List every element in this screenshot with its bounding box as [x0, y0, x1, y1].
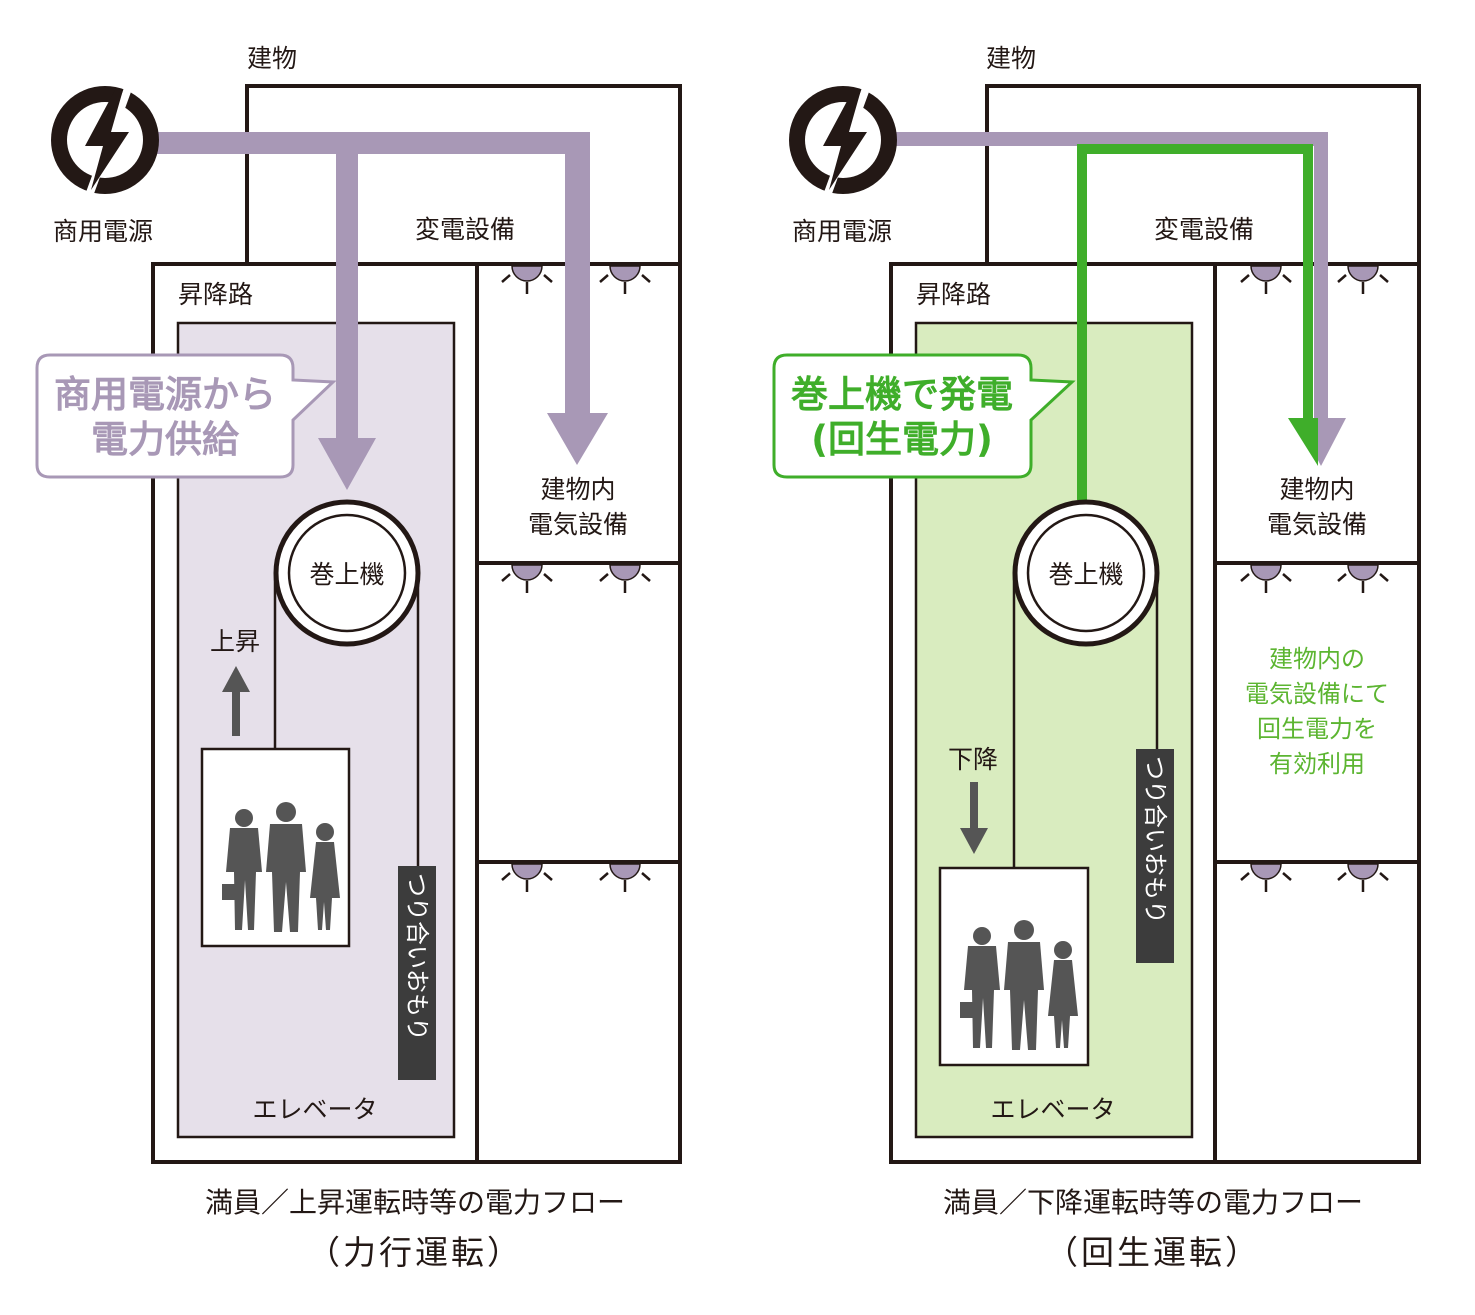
arrow-up-icon: [222, 666, 250, 736]
regenerative-flow-arrows: [1077, 144, 1318, 500]
counterweight: [1136, 749, 1174, 963]
substation-label: 変電設備: [415, 215, 515, 244]
power-flow-arrows: [890, 132, 1346, 466]
direction-label: 下降: [948, 745, 998, 774]
callout-text-1: 巻上機で発電: [791, 373, 1013, 416]
right-panel: 巻上機で発電 (回生電力) 巻上機 下降 つり合いおもり 建物 商用電源 変電設…: [772, 44, 1421, 1272]
note-line-1: 建物内の: [1269, 645, 1365, 673]
power-source-label: 商用電源: [53, 217, 153, 246]
building-label: 建物: [986, 44, 1036, 73]
counterweight-label: つり合いおもり: [1141, 756, 1169, 924]
hoist-label: 巻上機: [1048, 560, 1123, 589]
caption-line-2: （回生運転）: [1045, 1233, 1261, 1272]
building-label: 建物: [247, 44, 297, 73]
note-line-4: 有効利用: [1269, 750, 1365, 778]
power-flow-arrows: [150, 132, 608, 490]
equipment-label-2: 電気設備: [528, 510, 628, 539]
elevator-label: エレベータ: [252, 1095, 377, 1124]
equipment-label-1: 建物内: [540, 475, 615, 504]
note-line-2: 電気設備にて: [1245, 680, 1389, 708]
regeneration-note: 建物内の 電気設備にて 回生電力を 有効利用: [1245, 645, 1389, 778]
counterweight-label: つり合いおもり: [403, 873, 431, 1041]
callout-text-2: 電力供給: [91, 418, 240, 461]
substation-label: 変電設備: [1154, 215, 1254, 244]
arrow-down-icon: [960, 782, 988, 854]
power-source-label: 商用電源: [792, 217, 892, 246]
lightning-icon: [51, 85, 159, 198]
hoistway-label: 昇降路: [178, 280, 253, 309]
caption-line-1: 満員／下降運転時等の電力フロー: [943, 1186, 1363, 1219]
note-line-3: 回生電力を: [1257, 715, 1377, 743]
counterweight: [398, 866, 436, 1080]
left-panel: 商用電源から 電力供給 巻上機 上昇 つり合いおもり 建物 商用電源 変電設備 …: [35, 44, 682, 1272]
callout-text-2: (回生電力): [811, 418, 993, 461]
hoistway-label: 昇降路: [916, 280, 991, 309]
equipment-label-2: 電気設備: [1267, 510, 1367, 539]
callout-text-1: 商用電源から: [54, 373, 276, 416]
direction-label: 上昇: [210, 627, 260, 656]
lightning-icon: [789, 85, 897, 198]
hoist-label: 巻上機: [309, 560, 384, 589]
caption-line-1: 満員／上昇運転時等の電力フロー: [205, 1186, 625, 1219]
caption-line-2: （力行運転）: [307, 1233, 523, 1272]
equipment-label-1: 建物内: [1279, 475, 1354, 504]
supply-callout: 商用電源から 電力供給: [35, 353, 337, 479]
elevator-label: エレベータ: [990, 1095, 1115, 1124]
regeneration-callout: 巻上機で発電 (回生電力): [772, 353, 1076, 479]
